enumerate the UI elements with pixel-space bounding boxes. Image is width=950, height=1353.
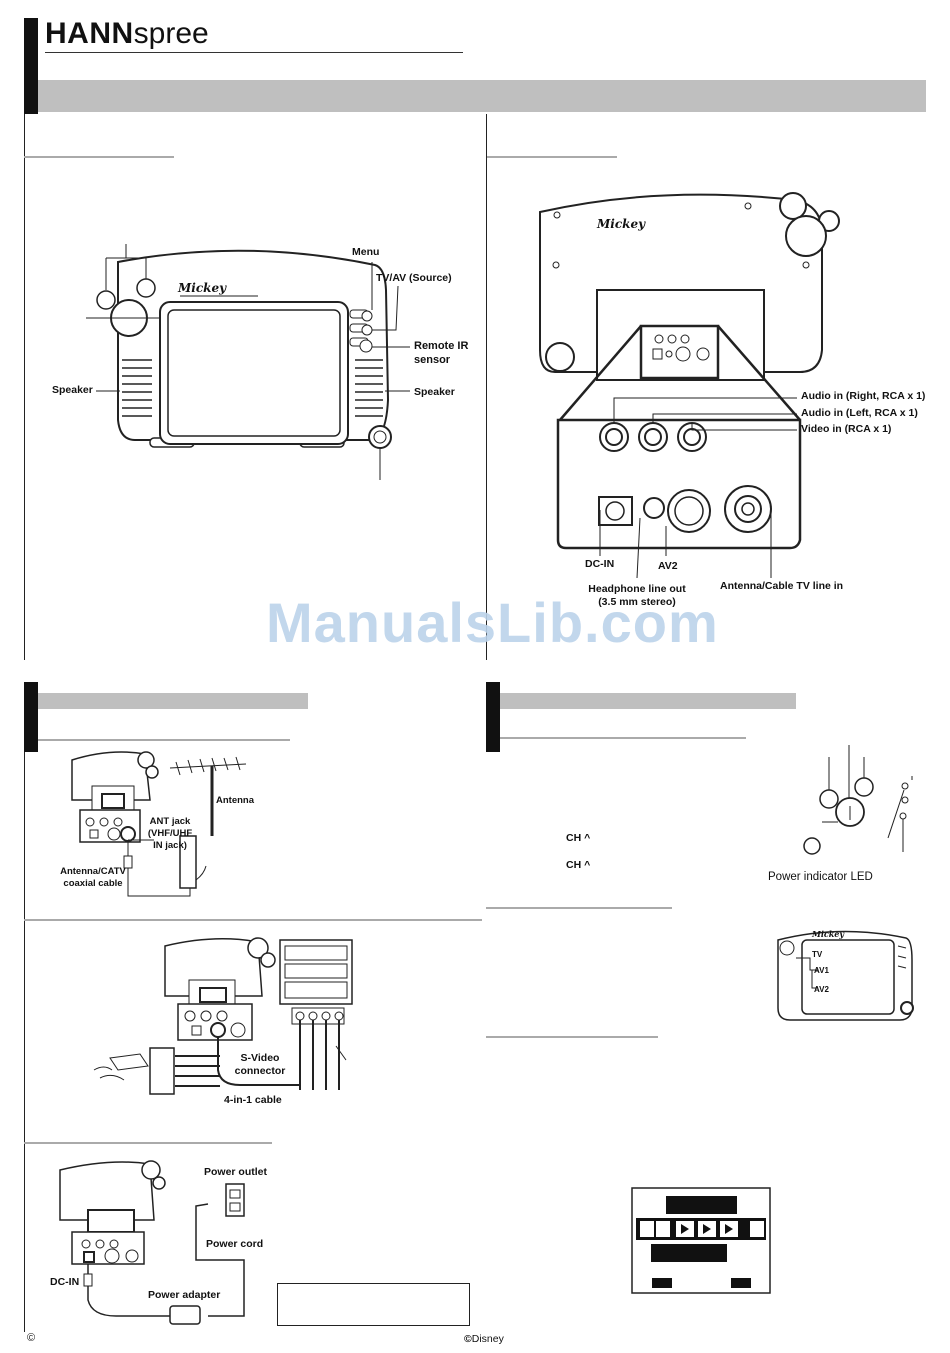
header-underline [45, 52, 463, 53]
label-ant-jack: ANT jack (VHF/UHF IN jack) [147, 816, 193, 851]
subhead-rule-front [24, 156, 174, 158]
header-left-bar [24, 18, 38, 114]
subhead-rule-menu [486, 1036, 658, 1038]
label-4in1-cable: 4-in-1 cable [224, 1094, 282, 1106]
label-remote-ir: Remote IR sensor [414, 340, 469, 366]
column-divider [486, 114, 487, 660]
label-power-adapter: Power adapter [148, 1289, 221, 1301]
source-seq-tv: TV [812, 950, 823, 959]
label-video-in: Video in (RCA x 1) [801, 423, 892, 435]
label-speaker-right: Speaker [414, 386, 455, 398]
label-audio-right: Audio in (Right, RCA x 1) [801, 390, 926, 402]
brand-bold: HANN [45, 17, 134, 50]
watermark: ManualsLib.com [266, 591, 719, 654]
subhead-rule-antenna [38, 739, 290, 741]
disney-copyright-icon: © [464, 1333, 472, 1345]
disney-label: Disney [471, 1333, 504, 1345]
rear-logo: Mickey [597, 217, 646, 231]
label-menu: Menu [352, 246, 380, 258]
section-left-title-bar [38, 693, 308, 709]
label-ch-up-1: CH ^ [566, 832, 591, 844]
header-title-bar [38, 80, 926, 112]
subhead-rule-controls [500, 737, 746, 739]
subhead-rule-rear [487, 156, 617, 158]
subhead-rule-power [24, 1142, 272, 1144]
label-tvav: TV/AV (Source) [376, 272, 452, 284]
label-dc-in: DC-IN [585, 558, 615, 570]
footer-disney: ©Disney [464, 1333, 504, 1345]
section-left-marker [24, 682, 38, 752]
subhead-rule-source [486, 907, 672, 909]
label-power-cord: Power cord [206, 1238, 264, 1250]
note-box [277, 1283, 470, 1326]
source-seq-av2: AV2 [814, 985, 829, 994]
label-speaker-left: Speaker [52, 384, 93, 396]
section-right-marker [486, 682, 500, 752]
brand-logo: HANNspree [45, 16, 209, 52]
left-border-bottom [24, 752, 25, 1332]
front-logo: Mickey [178, 281, 227, 295]
label-antenna: Antenna [216, 795, 254, 806]
label-headphone: Headphone line out (3.5 mm stereo) [588, 583, 686, 609]
section-right-title-bar [500, 693, 796, 709]
label-ch-up-2: CH ^ [566, 859, 591, 871]
label-power-dc-in: DC-IN [50, 1276, 80, 1288]
left-border-top [24, 114, 25, 660]
brand-light: spree [133, 17, 209, 50]
footer-copyright: © [27, 1332, 36, 1344]
label-svideo: S-Video connector [234, 1052, 286, 1078]
label-audio-left: Audio in (Left, RCA x 1) [801, 407, 918, 419]
source-logo: Mickey [812, 929, 845, 939]
label-power-outlet: Power outlet [204, 1166, 268, 1178]
label-av2: AV2 [658, 560, 678, 572]
subhead-rule-av [24, 919, 482, 921]
label-coax: Antenna/CATV coaxial cable [60, 866, 126, 889]
label-antenna-in: Antenna/Cable TV line in [720, 580, 844, 592]
source-seq-av1: AV1 [814, 966, 829, 975]
label-power-led: Power indicator LED [768, 871, 873, 883]
